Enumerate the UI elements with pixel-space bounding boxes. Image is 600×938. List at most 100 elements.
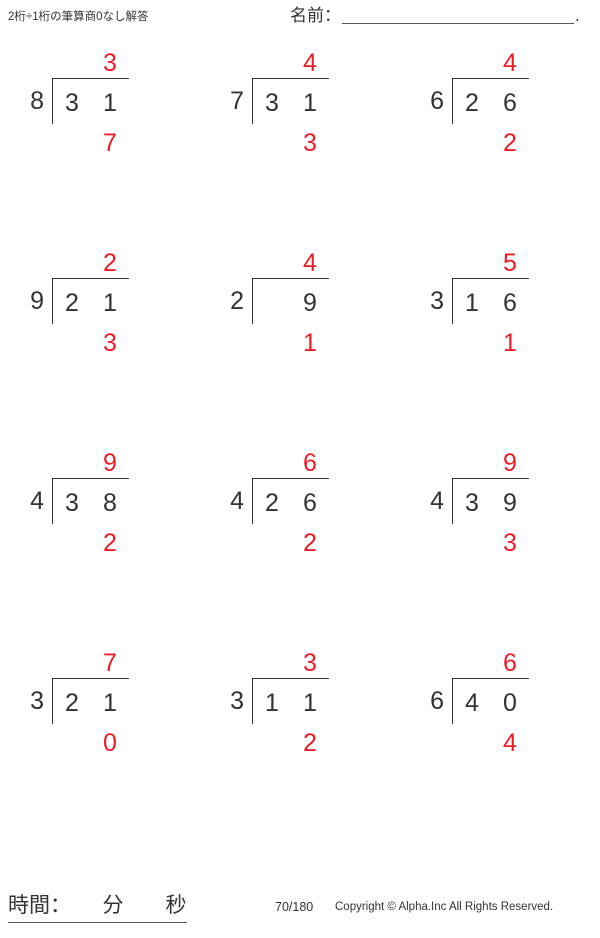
dividend-digit: 3 — [265, 89, 279, 117]
dividend-digit: 3 — [65, 89, 79, 117]
quotient-digit: 3 — [103, 49, 117, 77]
remainder-pad — [53, 127, 91, 159]
remainder-pad — [253, 127, 291, 159]
quotient: 9 — [53, 449, 129, 477]
remainder-digit: 3 — [303, 129, 317, 157]
dividend-digit: 6 — [303, 489, 317, 517]
divisor: 3 — [230, 687, 244, 715]
remainder-digit: 2 — [303, 729, 317, 757]
dividend-digit: 2 — [65, 289, 79, 317]
worksheet-header: 2桁÷1桁の筆算商0なし解答 名前： . — [0, 0, 600, 46]
quotient: 9 — [453, 449, 529, 477]
remainder: 3 — [253, 127, 329, 159]
name-field: 名前： . — [290, 4, 580, 24]
remainder: 2 — [453, 127, 529, 159]
quotient: 7 — [53, 649, 129, 677]
remainder: 3 — [53, 327, 129, 359]
dividend-digit: 1 — [303, 89, 317, 117]
quotient-digit: 4 — [503, 49, 517, 77]
dividend-digit: 3 — [65, 489, 79, 517]
divisor: 7 — [230, 87, 244, 115]
remainder: 2 — [253, 527, 329, 559]
remainder: 4 — [453, 727, 529, 759]
quotient-digit: 6 — [303, 449, 317, 477]
name-input[interactable] — [342, 4, 574, 24]
divisor: 4 — [230, 487, 244, 515]
quotient: 2 — [53, 249, 129, 277]
quotient: 3 — [253, 649, 329, 677]
name-label: 名前： — [290, 6, 341, 25]
remainder-digit: 2 — [503, 129, 517, 157]
quotient-digit — [53, 49, 91, 77]
dividend-digit: 1 — [303, 689, 317, 717]
quotient: 4 — [453, 49, 529, 77]
remainder-digit: 3 — [503, 529, 517, 557]
quotient: 6 — [253, 449, 329, 477]
dividend-digit: 6 — [503, 89, 517, 117]
page-title: 2桁÷1桁の筆算商0なし解答 — [8, 11, 149, 23]
dividend-digit: 1 — [103, 689, 117, 717]
quotient-digit: 4 — [303, 49, 317, 77]
name-period: . — [575, 6, 580, 25]
remainder-pad — [253, 327, 291, 359]
dividend-digit: 1 — [465, 289, 479, 317]
quotient-digit — [253, 449, 291, 477]
divisor: 4 — [430, 487, 444, 515]
dividend-digit: 9 — [303, 289, 317, 317]
quotient: 5 — [453, 249, 529, 277]
quotient-digit: 3 — [303, 649, 317, 677]
quotient: 6 — [453, 649, 529, 677]
remainder-digit: 2 — [303, 529, 317, 557]
quotient-digit — [253, 249, 291, 277]
worksheet-footer: 時間： 分 秒 70/180 Copyright © Alpha.Inc All… — [0, 888, 600, 938]
remainder-digit: 2 — [103, 529, 117, 557]
quotient-digit — [253, 49, 291, 77]
dividend-digit: 2 — [465, 89, 479, 117]
dividend-digit: 1 — [265, 689, 279, 717]
quotient: 4 — [253, 49, 329, 77]
dividend-digit: 6 — [503, 289, 517, 317]
remainder: 7 — [53, 127, 129, 159]
remainder-pad — [253, 527, 291, 559]
dividend-digit: 2 — [65, 689, 79, 717]
remainder: 1 — [453, 327, 529, 359]
remainder: 3 — [453, 527, 529, 559]
quotient-digit — [253, 649, 291, 677]
dividend-digit: 1 — [103, 289, 117, 317]
remainder: 0 — [53, 727, 129, 759]
quotient-digit — [453, 249, 491, 277]
remainder-pad — [53, 327, 91, 359]
quotient-digit: 2 — [103, 249, 117, 277]
remainder: 2 — [253, 727, 329, 759]
divisor: 4 — [30, 487, 44, 515]
divisor: 6 — [430, 687, 444, 715]
dividend-digit: 3 — [465, 489, 479, 517]
